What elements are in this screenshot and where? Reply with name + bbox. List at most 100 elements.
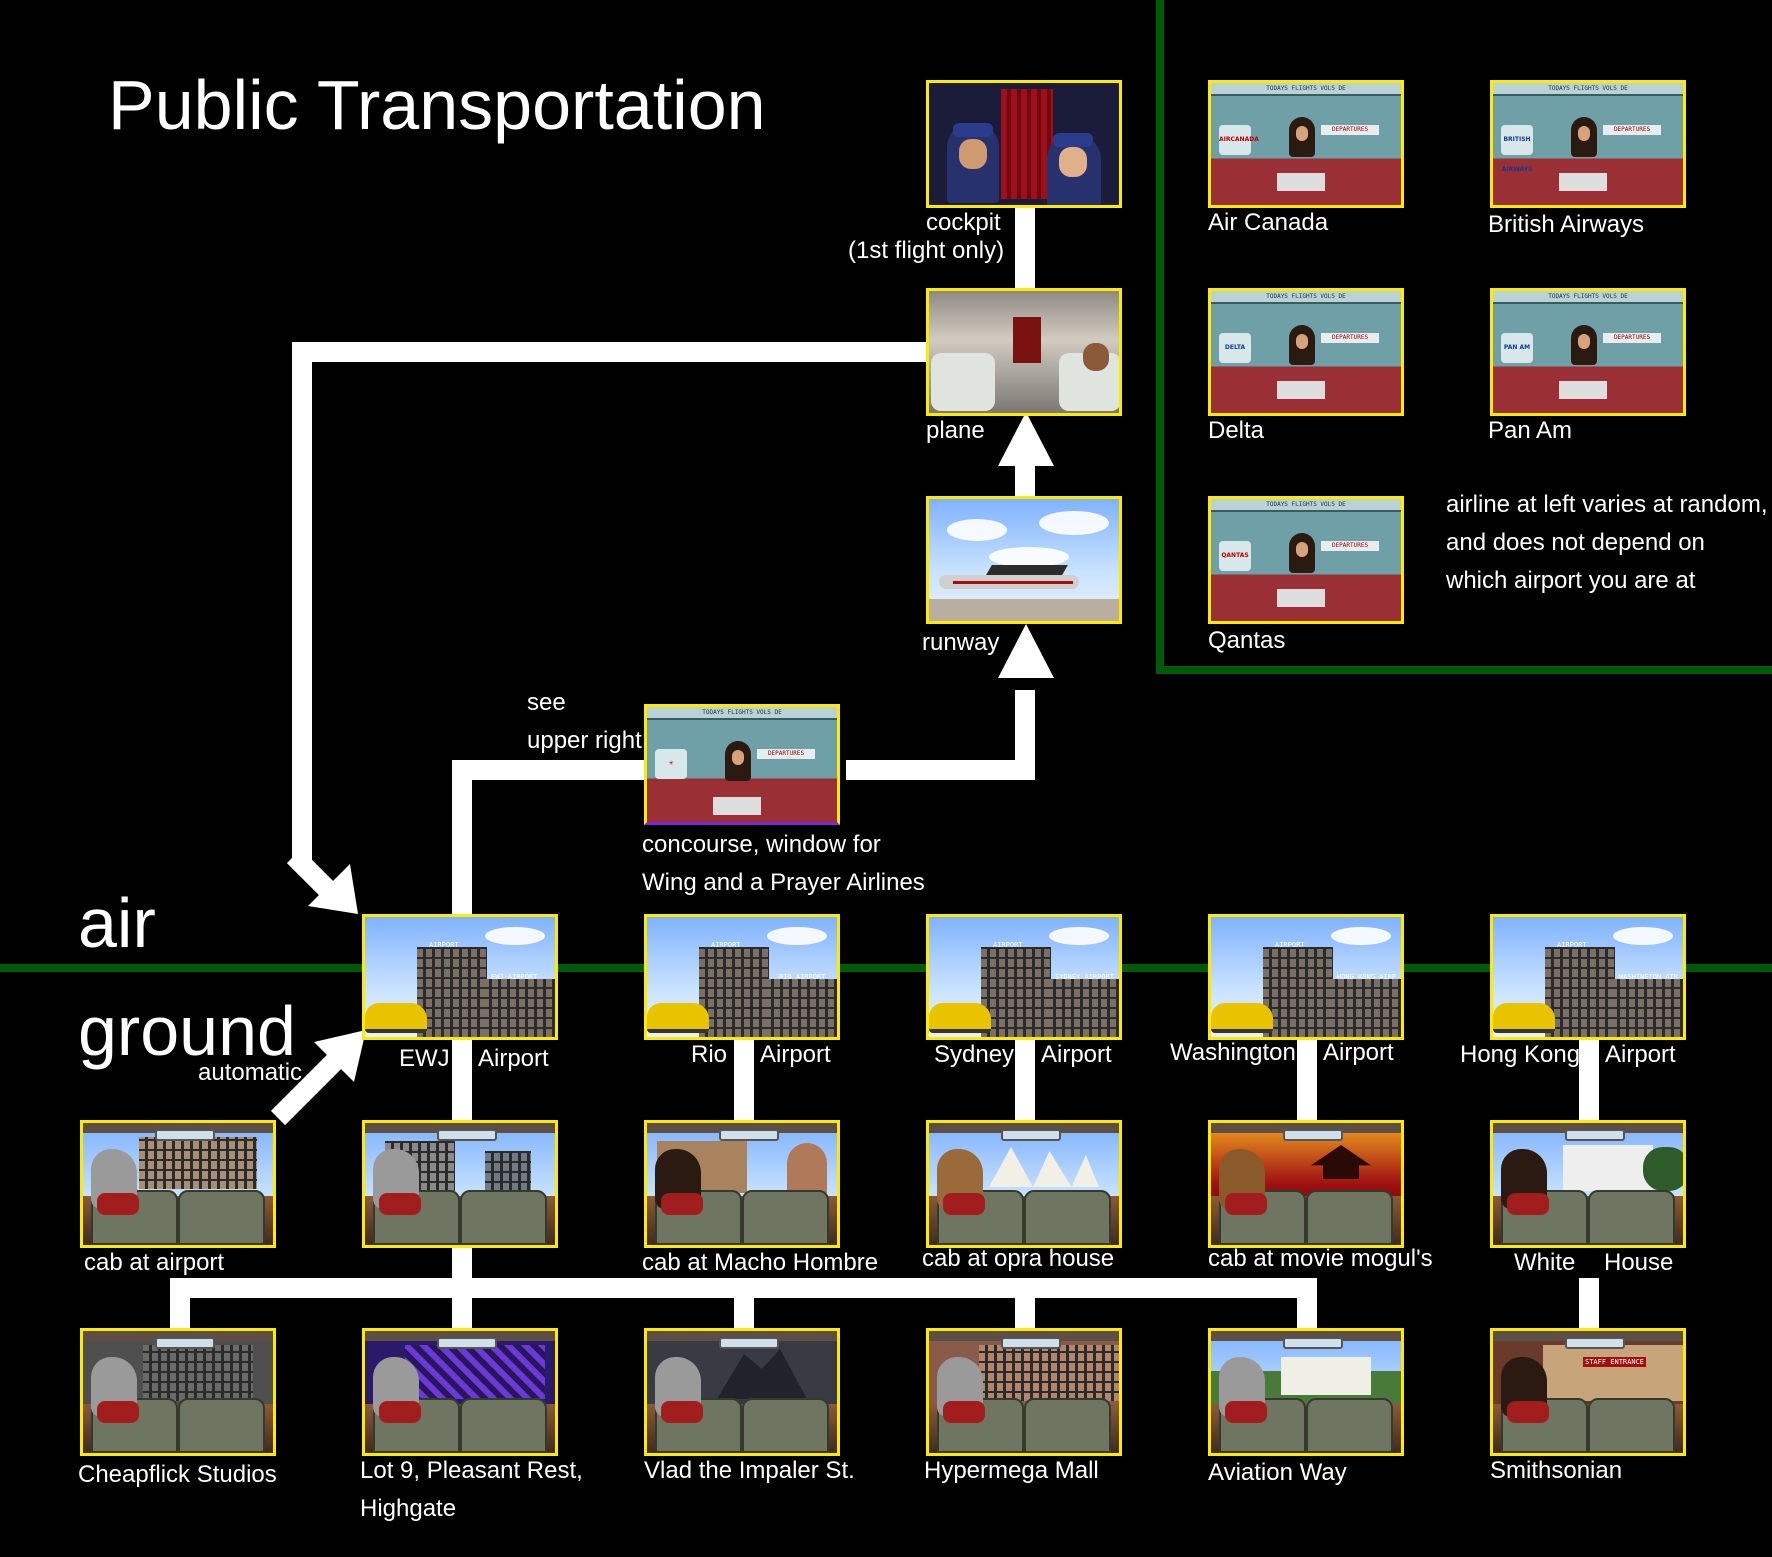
label-see-line1: see	[527, 689, 566, 716]
thumbnail-hypermega-mall	[926, 1328, 1122, 1456]
logo-british-airways: BRITISH AIRWAYS	[1501, 125, 1533, 173]
label-delta: Delta	[1208, 417, 1265, 444]
legend-note-line2: and does not depend on	[1446, 529, 1705, 556]
label-cab-opra-house: cab at opra house	[922, 1245, 1115, 1272]
thumbnail-air-canada: TODAYS FLIGHTS VOLS DE AIRCANADA DEPARTU…	[1208, 80, 1404, 208]
thumbnail-plane	[926, 288, 1122, 416]
logo-qantas: QANTAS	[1219, 541, 1251, 571]
thumbnail-cab-street	[362, 1120, 558, 1248]
thumbnail-concourse: TODAYS FLIGHTS VOLS DE ✳ DEPARTURES	[644, 704, 840, 825]
label-vlad-the-impaler: Vlad the Impaler St.	[644, 1457, 855, 1484]
connector-plane-left	[292, 342, 926, 362]
zone-label-ground: ground	[78, 992, 296, 1070]
connector-bus-aviation	[1297, 1278, 1317, 1329]
legend-note-line1: airline at left varies at random,	[1446, 491, 1768, 518]
label-smithsonian: Smithsonian	[1490, 1457, 1623, 1484]
label-concourse-line2: Wing and a Prayer Airlines	[642, 869, 925, 896]
thumbnail-cockpit	[926, 80, 1122, 208]
label-lot-9-line1: Lot 9, Pleasant Rest,	[360, 1457, 583, 1484]
label-house: House	[1604, 1249, 1674, 1276]
logo-pan-am: PAN AM	[1501, 333, 1533, 363]
legend-frame-left	[1156, 0, 1164, 674]
label-air-canada: Air Canada	[1208, 209, 1329, 236]
thumbnail-airport-hong-kong: AIRPORT WASHINGTON AIR	[1490, 914, 1686, 1040]
connector-whitehouse-smithsonian	[1579, 1278, 1599, 1329]
thumbnail-cheapflick-studios	[80, 1328, 276, 1456]
logo-delta: DELTA	[1219, 333, 1251, 363]
thumbnail-cab-white-house	[1490, 1120, 1686, 1248]
label-airport-rio-city: Rio	[691, 1041, 728, 1068]
connector-bus-cheapflick	[170, 1278, 190, 1329]
zone-label-air: air	[78, 884, 156, 962]
connector-ewj-up	[452, 760, 472, 915]
label-aviation-way: Aviation Way	[1208, 1459, 1347, 1486]
label-qantas: Qantas	[1208, 627, 1286, 654]
label-pan-am: Pan Am	[1488, 417, 1573, 444]
label-airport-hong-kong-city: Hong Kong	[1460, 1041, 1581, 1068]
label-cheapflick-studios: Cheapflick Studios	[78, 1461, 277, 1488]
label-airport-ewj-city: EWJ	[399, 1045, 450, 1072]
connector-cab2-bus	[452, 1245, 472, 1329]
arrow-up-to-runway	[998, 624, 1054, 678]
connector-runway-plane	[1015, 460, 1035, 496]
thumbnail-british-airways: TODAYS FLIGHTS VOLS DE BRITISH AIRWAYS D…	[1490, 80, 1686, 208]
label-airport-sydney-word: Airport	[1041, 1041, 1112, 1068]
connector-hongkong-cab	[1579, 1038, 1599, 1120]
label-plane: plane	[926, 417, 985, 444]
concourse-departures-sign: DEPARTURES	[757, 749, 815, 759]
logo-air-canada: AIRCANADA	[1219, 125, 1259, 155]
label-white: White	[1514, 1249, 1576, 1276]
thumbnail-aviation-way	[1208, 1328, 1404, 1456]
connector-bus-hypermega	[1015, 1278, 1035, 1329]
thumbnail-delta: TODAYS FLIGHTS VOLS DE DELTA DEPARTURES	[1208, 288, 1404, 416]
thumbnail-airport-ewj: AIRPORT EWJ AIRPORT	[362, 914, 558, 1040]
connector-sydney-cab	[1015, 1038, 1035, 1120]
thumbnail-airport-rio: AIRPORT RIO AIRPORT	[644, 914, 840, 1040]
concourse-board-text: TODAYS FLIGHTS VOLS DE	[702, 709, 782, 716]
thumbnail-cab-movie-mogul	[1208, 1120, 1404, 1248]
label-airport-rio-word: Airport	[760, 1041, 831, 1068]
connector-bus-vlad	[734, 1278, 754, 1329]
label-cab-movie-mogul: cab at movie mogul's	[1208, 1245, 1433, 1272]
label-british-airways: British Airways	[1488, 211, 1645, 238]
label-airport-sydney-city: Sydney	[934, 1041, 1015, 1068]
air-ground-divider	[0, 964, 1772, 972]
arrow-automatic-to-ewj	[270, 1030, 366, 1126]
concourse-airline-logo: ✳	[655, 749, 687, 779]
arrow-up-to-plane	[998, 412, 1054, 466]
thumbnail-cab-opra-house	[926, 1120, 1122, 1248]
thumbnail-cab-macho-hombre	[644, 1120, 840, 1248]
thumbnail-lot-9	[362, 1328, 558, 1456]
label-concourse-line1: concourse, window for	[642, 831, 881, 858]
connector-cockpit-plane	[1015, 208, 1035, 290]
connector-loop-down	[292, 342, 312, 860]
label-runway: runway	[922, 629, 1000, 656]
connector-concourse-right	[846, 760, 1035, 780]
label-airport-washington-word: Airport	[1323, 1039, 1394, 1066]
label-cab-macho-hombre: cab at Macho Hombre	[642, 1249, 879, 1276]
connector-concourse-runway	[1015, 690, 1035, 780]
label-airport-hong-kong-word: Airport	[1605, 1041, 1676, 1068]
thumbnail-cab-airport	[80, 1120, 276, 1248]
label-cockpit-line2: (1st flight only)	[848, 237, 1005, 264]
connector-ewj-concourse	[452, 760, 646, 780]
label-cockpit-line1: cockpit	[926, 209, 1001, 236]
thumbnail-smithsonian: STAFF ENTRANCE	[1490, 1328, 1686, 1456]
thumbnail-airport-sydney: AIRPORT SYDNEY AIRPORT	[926, 914, 1122, 1040]
label-airport-ewj-word: Airport	[478, 1045, 549, 1072]
thumbnail-runway	[926, 496, 1122, 624]
connector-rio-cab	[734, 1038, 754, 1120]
arrow-loop-to-ewj	[286, 848, 358, 914]
thumbnail-qantas: TODAYS FLIGHTS VOLS DE QANTAS DEPARTURES	[1208, 496, 1404, 624]
label-lot-9-line2: Highgate	[360, 1495, 457, 1522]
connector-ewj-cab	[452, 1038, 472, 1120]
label-cab-airport: cab at airport	[84, 1249, 225, 1276]
label-see-line2: upper right	[527, 727, 642, 754]
thumbnail-airport-washington: AIRPORT HONG KONG AIRP	[1208, 914, 1404, 1040]
legend-frame-bottom	[1156, 666, 1772, 674]
thumbnail-vlad-the-impaler	[644, 1328, 840, 1456]
legend-note-line3: which airport you are at	[1446, 567, 1696, 594]
label-hypermega-mall: Hypermega Mall	[924, 1457, 1099, 1484]
label-automatic: automatic	[198, 1059, 303, 1086]
connector-washington-cab	[1297, 1038, 1317, 1120]
